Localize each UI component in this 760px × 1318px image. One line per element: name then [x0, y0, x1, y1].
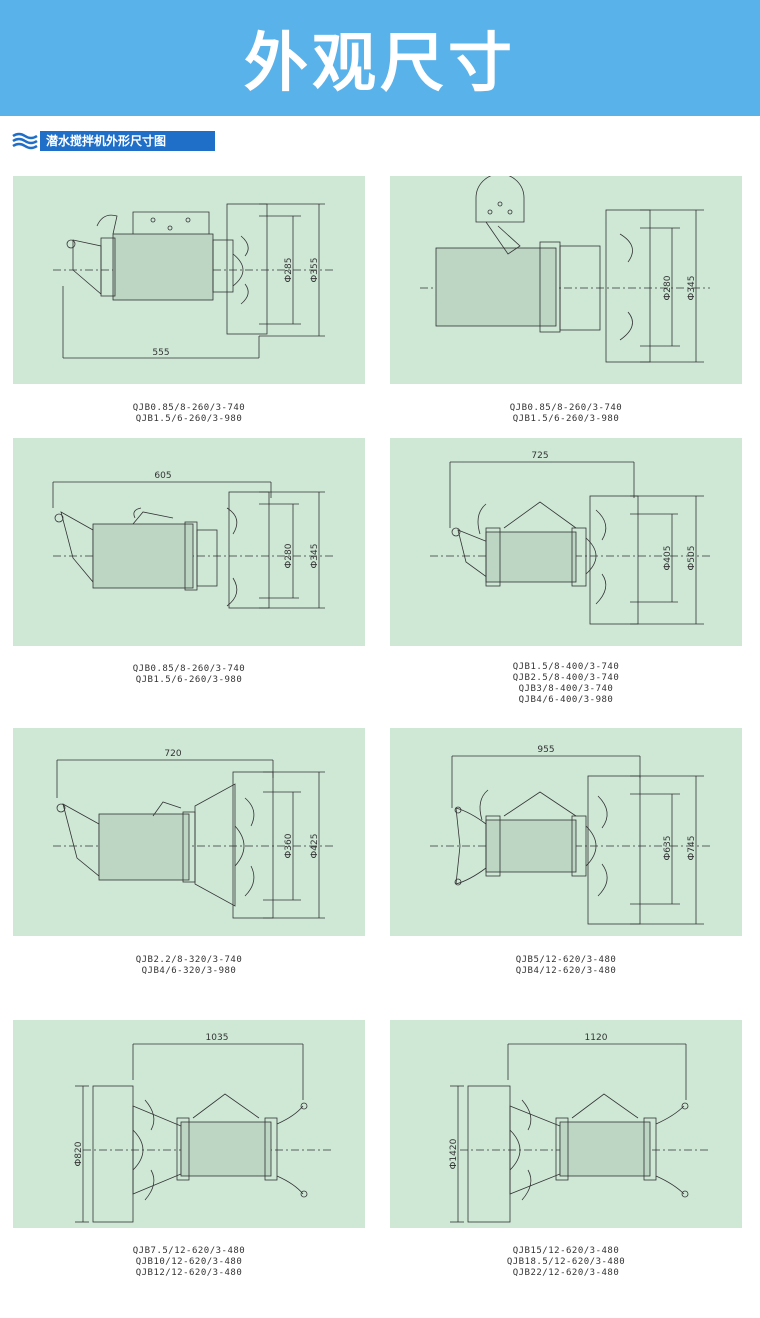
inner-diameter: Ф635: [663, 836, 673, 861]
outer-diameter: Ф505: [687, 546, 697, 571]
inner-diameter: Ф280: [284, 543, 294, 568]
diagram-panel-3: 605 Ф280 Ф345: [13, 438, 365, 646]
mixer-drawing-4: 725 Ф405 Ф505: [430, 451, 710, 625]
mixer-drawing-6: 955 Ф635 Ф745: [430, 745, 710, 925]
wave-logo-icon: [10, 130, 40, 152]
model-label: QJB5/12-620/3-480: [515, 955, 617, 965]
section-header: 潜水搅拌机外形尺寸图: [10, 130, 215, 152]
inner-diameter: Ф405: [663, 546, 673, 571]
model-label: QJB4/6-320/3-980: [141, 966, 237, 976]
model-label: QJB1.5/6-260/3-980: [135, 414, 243, 424]
model-list-2: QJB0.85/8-260/3-740 QJB1.5/6-260/3-980: [390, 403, 742, 425]
model-list-3: QJB0.85/8-260/3-740 QJB1.5/6-260/3-980: [13, 664, 365, 686]
model-label: QJB0.85/8-260/3-740: [132, 403, 246, 413]
mixer-drawing-3: 605 Ф280 Ф345: [52, 471, 333, 609]
model-label: QJB7.5/12-620/3-480: [132, 1246, 246, 1256]
diagram-panel-7: 1035 Ф820: [13, 1020, 365, 1228]
model-list-8: QJB15/12-620/3-480 QJB18.5/12-620/3-480 …: [390, 1246, 742, 1279]
mixer-drawing-7: 1035 Ф820: [74, 1033, 333, 1223]
diagram-panel-1: 555 Ф285 Ф355: [13, 176, 365, 384]
diagram-panel-5: 720 Ф360 Ф425: [13, 728, 365, 936]
model-list-5: QJB2.2/8-320/3-740 QJB4/6-320/3-980: [13, 955, 365, 977]
model-label: QJB0.85/8-260/3-740: [132, 664, 246, 674]
length-dimension: 1035: [206, 1033, 229, 1043]
title-banner: 外观尺寸: [0, 0, 760, 116]
model-label: QJB4/6-400/3-980: [518, 695, 614, 705]
model-label: QJB2.5/8-400/3-740: [512, 673, 620, 683]
diagram-panel-8: 1120 Ф1420: [390, 1020, 742, 1228]
model-label: QJB10/12-620/3-480: [135, 1257, 243, 1267]
model-label: QJB22/12-620/3-480: [512, 1268, 620, 1278]
inner-diameter: Ф280: [663, 275, 673, 300]
model-label: QJB2.2/8-320/3-740: [135, 955, 243, 965]
model-list-1: QJB0.85/8-260/3-740 QJB1.5/6-260/3-980: [13, 403, 365, 425]
outer-diameter: Ф745: [687, 836, 697, 861]
length-dimension: 1120: [585, 1033, 608, 1043]
mixer-drawing-8: 1120 Ф1420: [449, 1033, 710, 1223]
outer-diameter: Ф425: [310, 834, 320, 859]
model-label: QJB4/12-620/3-480: [515, 966, 617, 976]
diagram-panel-4: 725 Ф405 Ф505: [390, 438, 742, 646]
model-list-6: QJB5/12-620/3-480 QJB4/12-620/3-480: [390, 955, 742, 977]
diagram-panel-6: 955 Ф635 Ф745: [390, 728, 742, 936]
length-dimension: 605: [154, 471, 171, 481]
inner-diameter: Ф285: [284, 258, 294, 283]
length-dimension: 955: [537, 745, 554, 755]
mixer-drawing-1: 555 Ф285 Ф355: [53, 203, 333, 359]
model-list-7: QJB7.5/12-620/3-480 QJB10/12-620/3-480 Q…: [13, 1246, 365, 1279]
model-list-4: QJB1.5/8-400/3-740 QJB2.5/8-400/3-740 QJ…: [390, 662, 742, 706]
mixer-drawing-2: Ф280 Ф345: [420, 176, 710, 363]
diameter: Ф820: [74, 1141, 84, 1166]
length-dimension: 725: [531, 451, 548, 461]
model-label: QJB3/8-400/3-740: [518, 684, 614, 694]
mixer-drawing-5: 720 Ф360 Ф425: [53, 749, 333, 919]
model-label: QJB1.5/8-400/3-740: [512, 662, 620, 672]
diagram-panel-2: Ф280 Ф345: [390, 176, 742, 384]
outer-diameter: Ф355: [310, 258, 320, 283]
section-title: 潜水搅拌机外形尺寸图: [40, 131, 215, 151]
model-label: QJB18.5/12-620/3-480: [506, 1257, 626, 1267]
model-label: QJB1.5/6-260/3-980: [512, 414, 620, 424]
page-title: 外观尺寸: [244, 27, 516, 101]
length-dimension: 720: [164, 749, 181, 759]
inner-diameter: Ф360: [284, 833, 294, 858]
model-label: QJB12/12-620/3-480: [135, 1268, 243, 1278]
diameter: Ф1420: [449, 1138, 459, 1169]
length-dimension: 555: [152, 348, 169, 358]
outer-diameter: Ф345: [687, 276, 697, 301]
model-label: QJB1.5/6-260/3-980: [135, 675, 243, 685]
outer-diameter: Ф345: [310, 544, 320, 569]
model-label: QJB15/12-620/3-480: [512, 1246, 620, 1256]
model-label: QJB0.85/8-260/3-740: [509, 403, 623, 413]
